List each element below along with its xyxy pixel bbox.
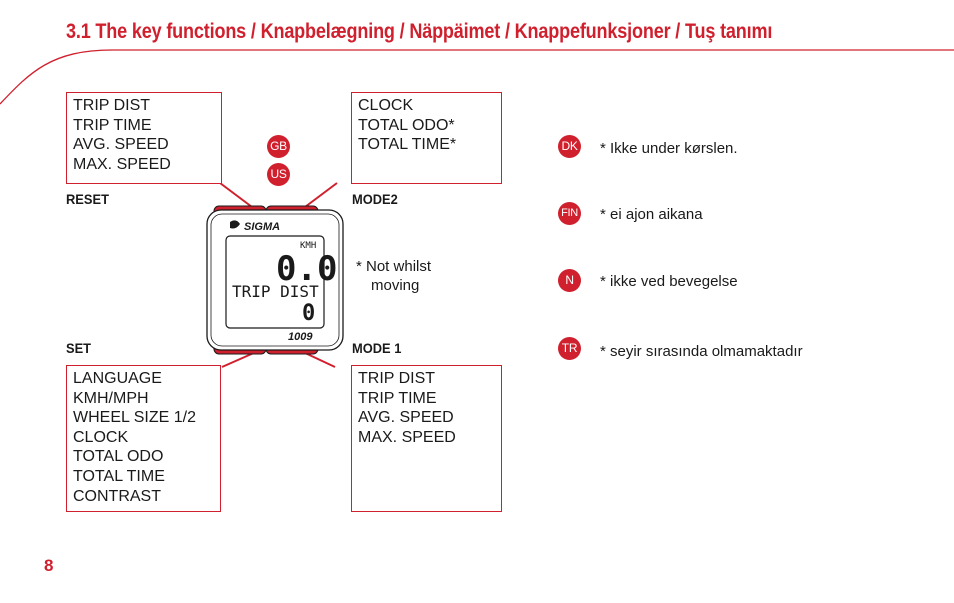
page-number: 8 bbox=[44, 556, 54, 575]
brand-logo: SIGMA bbox=[244, 221, 280, 233]
list-item: CONTRAST bbox=[73, 487, 161, 505]
list-item: TOTAL TIME* bbox=[358, 136, 457, 154]
list-item: TOTAL ODO bbox=[73, 448, 164, 466]
mode1-key-label: MODE 1 bbox=[352, 340, 402, 356]
list-item: TOTAL TIME bbox=[73, 467, 165, 485]
unit-indicator: KMH bbox=[300, 241, 316, 251]
bike-computer-illustration: SIGMA KMH 0.0 TRIP DIST 0 1009 bbox=[206, 205, 344, 355]
reset-key-label: RESET bbox=[66, 191, 109, 207]
mode2-functions-box: CLOCK TOTAL ODO* TOTAL TIME* bbox=[351, 92, 502, 184]
note-line: moving bbox=[371, 277, 420, 294]
us-flag-badge: US bbox=[267, 163, 290, 186]
tr-note: * seyir sırasında olmamaktadır bbox=[600, 343, 803, 360]
list-item: TRIP TIME bbox=[358, 389, 437, 407]
reset-functions-box: TRIP DIST TRIP TIME AVG. SPEED MAX. SPEE… bbox=[66, 92, 222, 184]
mode2-key-label: MODE2 bbox=[352, 191, 398, 207]
list-item: AVG. SPEED bbox=[73, 136, 169, 154]
list-item: TOTAL ODO* bbox=[358, 116, 455, 134]
list-item: WHEEL SIZE 1/2 bbox=[73, 409, 196, 427]
list-item: CLOCK bbox=[358, 97, 414, 114]
fin-flag-badge: FIN bbox=[558, 202, 581, 225]
list-item: TRIP TIME bbox=[73, 116, 152, 134]
mode1-functions-box: TRIP DIST TRIP TIME AVG. SPEED MAX. SPEE… bbox=[351, 365, 502, 512]
list-item: MAX. SPEED bbox=[358, 428, 456, 446]
dk-flag-badge: DK bbox=[558, 135, 581, 158]
list-item: TRIP DIST bbox=[358, 370, 436, 387]
sigma-logo-icon bbox=[230, 220, 240, 229]
list-item: KMH/MPH bbox=[73, 389, 149, 407]
secondary-reading: 0 bbox=[302, 301, 315, 326]
dk-note: * Ikke under kørslen. bbox=[600, 140, 738, 157]
note-line: * Not whilst bbox=[356, 258, 432, 275]
set-functions-box: LANGUAGE KMH/MPH WHEEL SIZE 1/2 CLOCK TO… bbox=[66, 365, 221, 512]
list-item: TRIP DIST bbox=[73, 97, 151, 114]
model-number: 1009 bbox=[288, 331, 313, 343]
n-flag-badge: N bbox=[558, 269, 581, 292]
tr-flag-badge: TR bbox=[558, 337, 581, 360]
gb-flag-badge: GB bbox=[267, 135, 290, 158]
n-note: * ikke ved bevegelse bbox=[600, 273, 738, 290]
list-item: MAX. SPEED bbox=[73, 155, 171, 173]
gb-asterisk-note: * Not whilst moving bbox=[356, 257, 431, 295]
main-reading: 0.0 bbox=[276, 249, 337, 289]
list-item: CLOCK bbox=[73, 428, 129, 446]
page-title: 3.1 The key functions / Knapbelægning / … bbox=[66, 20, 773, 43]
list-item: AVG. SPEED bbox=[358, 409, 454, 427]
display-mode-label: TRIP DIST bbox=[232, 282, 319, 301]
list-item: LANGUAGE bbox=[73, 370, 162, 387]
set-key-label: SET bbox=[66, 340, 92, 356]
fin-note: * ei ajon aikana bbox=[600, 206, 703, 223]
